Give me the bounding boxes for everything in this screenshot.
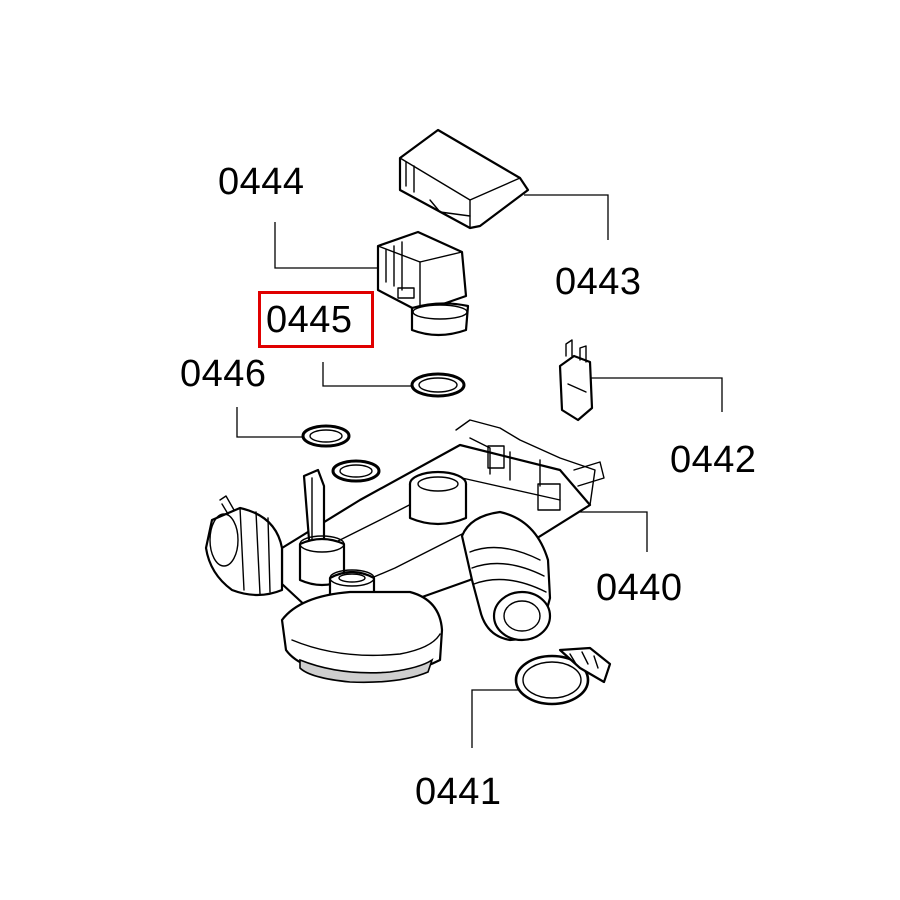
leader-0441 — [471, 689, 520, 748]
highlight-box-0445 — [258, 291, 374, 348]
part-0445-seal — [410, 372, 466, 398]
label-0442[interactable]: 0442 — [670, 439, 757, 481]
leader-0444 — [274, 222, 378, 269]
label-0444[interactable]: 0444 — [218, 161, 305, 203]
part-0446-seals — [301, 424, 381, 483]
label-0443[interactable]: 0443 — [555, 261, 642, 303]
part-0444-connector — [376, 230, 470, 337]
label-0441[interactable]: 0441 — [415, 771, 502, 813]
leader-0440 — [580, 511, 648, 552]
leader-0445 — [322, 362, 412, 387]
leader-lines — [236, 194, 723, 748]
label-0446[interactable]: 0446 — [180, 353, 267, 395]
part-0441-clamp — [514, 646, 612, 706]
leader-0443 — [524, 194, 609, 240]
part-0440-housing — [204, 419, 605, 684]
label-0445[interactable]: 0445 — [266, 299, 353, 341]
part-0442-clip — [558, 339, 594, 422]
part-0443-cover — [398, 128, 530, 230]
leader-0446 — [236, 407, 302, 438]
leader-0442 — [588, 377, 723, 412]
label-0440[interactable]: 0440 — [596, 567, 683, 609]
